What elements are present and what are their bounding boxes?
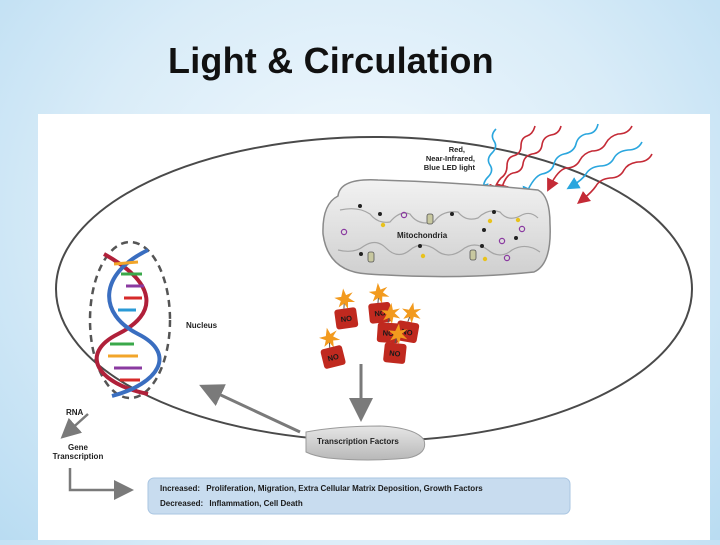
blue-light-wave [522,123,599,200]
molecule-dot [482,228,486,232]
mitochondria: Mitochondria [322,179,551,278]
arrow-to-effects [68,468,134,500]
purple-ring [503,254,511,262]
red-light-wave [496,125,562,198]
no-label: NO [327,352,340,363]
nucleus-label: Nucleus [186,321,218,330]
molecule-dot [358,204,362,208]
transcription-factors: Transcription Factors [305,425,426,461]
diagram-panel: Red, Near-Infrared, Blue LED light Mitoc… [38,114,710,540]
granule [426,213,434,225]
cell-diagram: Red, Near-Infrared, Blue LED light Mitoc… [53,123,693,515]
purple-ring [518,225,526,233]
purple-ring [340,228,348,236]
mitochondria-label: Mitochondria [397,231,448,240]
molecule-dot [378,212,382,216]
decreased-line: Decreased: Inflammation, Cell Death [160,499,303,508]
molecule-dot [514,236,518,240]
red-light-wave [489,125,536,198]
dna-strand [94,252,149,396]
decreased-text: Inflammation, Cell Death [209,499,302,508]
red-light-wave [577,153,653,204]
no-can: NO [383,323,408,364]
molecule-dot [480,244,484,248]
yellow-dot [487,218,493,224]
slide-title: Light & Circulation [168,40,494,81]
red-light-wave [547,125,633,192]
no-label: NO [389,349,401,359]
light-label-line: Red, [449,145,465,154]
increased-prefix: Increased: [160,484,200,493]
light-waves [476,123,653,204]
molecule-dot [359,252,363,256]
no-label: NO [401,327,414,338]
yellow-dot [515,217,521,223]
nucleus: Nucleus [88,240,218,400]
nitric-oxide-cans: NO NO NO NO NO [319,282,422,369]
purple-ring [498,237,506,245]
effects-box: Increased: Proliferation, Migration, Ext… [147,477,571,515]
gene-transcription-label: Transcription [53,452,104,461]
yellow-dot [420,253,426,259]
gene-transcription-label: Gene [68,443,89,452]
transcription-factors-label: Transcription Factors [317,437,399,446]
increased-text: Proliferation, Migration, Extra Cellular… [206,484,483,493]
granule [469,249,477,261]
no-label: NO [374,308,386,318]
blue-light-wave [566,141,643,190]
purple-ring [400,211,408,219]
molecule-dot [450,212,454,216]
light-source-label: Red, Near-Infrared, Blue LED light [424,145,476,172]
light-label-line: Near-Infrared, [426,154,475,163]
no-label: NO [382,328,394,338]
blue-light-wave [476,128,497,198]
no-label: NO [340,314,353,325]
arrow-transcription-to-nucleus [199,384,301,434]
light-label-line: Blue LED light [424,163,476,172]
no-can: NO [334,288,359,330]
increased-line: Increased: Proliferation, Migration, Ext… [160,484,483,493]
decreased-prefix: Decreased: [160,499,203,508]
molecule-dot [492,210,496,214]
rna-label: RNA [66,408,84,417]
molecule-dot [418,244,422,248]
arrow-nucleus-to-rna [60,413,89,439]
granule [367,251,375,263]
no-can: NO [319,327,346,369]
dna-strand [107,248,162,398]
yellow-dot [380,222,386,228]
yellow-dot [482,256,488,262]
